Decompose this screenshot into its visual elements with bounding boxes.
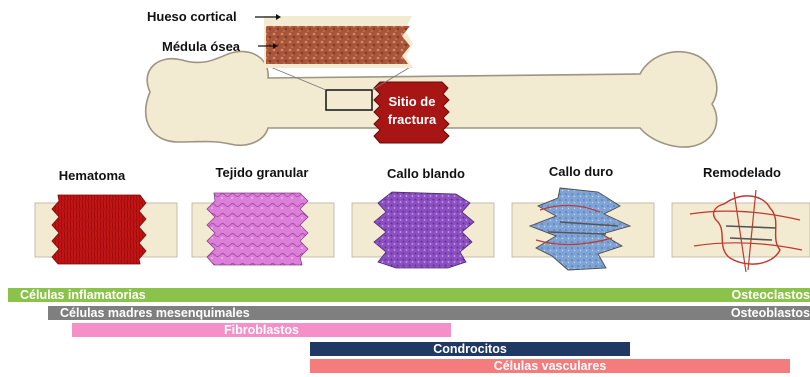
- bar-label-fibroblasts: Fibroblastos: [72, 323, 451, 337]
- bar-inflammatory-cells: Células inflamatorias Osteoclastos: [8, 288, 810, 302]
- bar-label-vascular-cells: Células vasculares: [310, 359, 790, 373]
- stage-label-hard-callus: Callo duro: [549, 164, 613, 179]
- hard-callus-block: [530, 188, 630, 270]
- stage-granulation: Tejido granular: [192, 165, 334, 265]
- stage-hematoma: Hematoma: [35, 168, 177, 264]
- stage-soft-callus: Callo blando: [352, 166, 494, 268]
- bar-label-osteoblasts: Osteoblastos: [731, 306, 810, 320]
- bar-label-inflammatory-cells: Células inflamatorias: [20, 288, 146, 302]
- bar-label-chondrocytes: Condrocitos: [310, 342, 630, 356]
- bar-chondrocytes: Condrocitos: [310, 342, 630, 356]
- stage-label-granulation: Tejido granular: [216, 165, 309, 180]
- stage-label-remodeling: Remodelado: [703, 165, 781, 180]
- bar-mesenchymal-stem-cells: Células madres mesenquimales Osteoblasto…: [48, 306, 810, 320]
- fracture-site-label-line2: fractura: [388, 112, 437, 127]
- inset-marrow: [266, 26, 410, 64]
- bar-fibroblasts: Fibroblastos: [72, 323, 451, 337]
- cortical-bone-label: Hueso cortical: [147, 9, 237, 24]
- granulation-tissue-block: [207, 193, 308, 265]
- stage-remodeling: Remodelado: [672, 165, 810, 272]
- bar-label-osteoclasts: Osteoclastos: [731, 288, 810, 302]
- hematoma-block: [52, 195, 146, 264]
- stage-hard-callus: Callo duro: [512, 164, 654, 270]
- bar-label-mesenchymal-stem-cells: Células madres mesenquimales: [60, 306, 250, 320]
- soft-callus-block: [374, 192, 474, 268]
- marrow-label: Médula ósea: [162, 39, 241, 54]
- stage-label-hematoma: Hematoma: [59, 168, 126, 183]
- fracture-site-label-line1: Sitio de: [389, 94, 436, 109]
- stage-label-soft-callus: Callo blando: [387, 166, 465, 181]
- bar-vascular-cells: Células vasculares: [310, 359, 790, 373]
